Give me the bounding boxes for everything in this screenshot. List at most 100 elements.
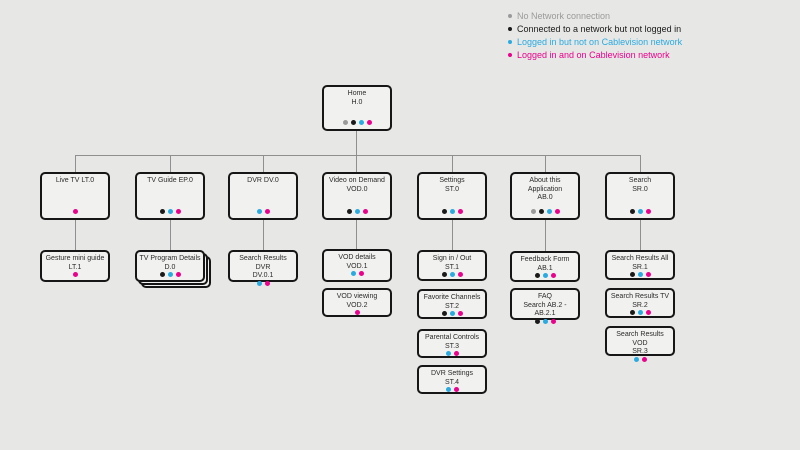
connector: [263, 155, 264, 172]
black-status-dot-icon: [441, 272, 447, 277]
node-label: Live TV LT.0: [55, 177, 95, 184]
magenta-status-dot-icon: [72, 272, 78, 277]
node-live-tv: Live TV LT.0: [40, 172, 110, 220]
status-dots: [72, 209, 78, 214]
blue-status-dot-icon: [167, 272, 173, 277]
status-dots: [256, 280, 270, 286]
legend-item-connected-not-logged-in: Connected to a network but not logged in: [508, 22, 682, 35]
status-dots: [346, 209, 368, 214]
connector: [545, 155, 546, 172]
magenta-status-dot-icon: [175, 272, 181, 277]
blue-status-dot-icon: [542, 318, 548, 324]
connector: [263, 220, 264, 250]
magenta-status-dot-icon: [264, 209, 270, 214]
status-dots: [441, 272, 463, 277]
status-dots: [534, 318, 556, 324]
connector: [640, 220, 641, 250]
magenta-status-dot-icon: [641, 356, 647, 362]
magenta-status-dot-icon: [175, 209, 181, 214]
connector: [75, 155, 640, 156]
black-status-dot-icon: [159, 272, 165, 277]
status-dots: [629, 209, 651, 214]
node-label: TV Guide EP.0: [147, 177, 193, 184]
node-label: DVR DV.0: [247, 177, 279, 184]
magenta-status-dot-icon: [362, 209, 368, 214]
black-status-dot-icon: [629, 272, 635, 277]
connector: [545, 220, 546, 251]
blue-status-dot-icon: [354, 209, 360, 214]
blue-status-dot-icon: [637, 310, 643, 315]
status-dots: [159, 209, 181, 214]
blue-status-dot-icon: [167, 209, 173, 214]
blue-status-dot-icon: [256, 280, 262, 286]
connector: [452, 155, 453, 172]
magenta-status-dot-icon: [358, 271, 364, 276]
magenta-status-dot-icon: [453, 387, 459, 392]
blue-status-dot-icon: [449, 311, 455, 316]
blue-status-dot-icon: [449, 272, 455, 277]
magenta-status-dot-icon: [457, 311, 463, 316]
blue-status-dot-icon: [449, 209, 455, 214]
legend-label: No Network connection: [517, 10, 611, 21]
legend-label: Logged in and on Cablevision network: [517, 49, 670, 60]
status-dots: [159, 272, 181, 277]
black-status-dot-icon: [159, 209, 165, 214]
magenta-status-dot-icon: [457, 209, 463, 214]
blue-status-dot-icon: [637, 272, 643, 277]
black-status-dot-icon: [508, 26, 512, 31]
status-dots: [342, 120, 372, 125]
blue-status-dot-icon: [633, 356, 639, 362]
blue-status-dot-icon: [546, 209, 552, 214]
magenta-status-dot-icon: [645, 272, 651, 277]
node-tv-guide: TV Guide EP.0: [135, 172, 205, 220]
magenta-status-dot-icon: [550, 318, 556, 324]
legend-label: Logged in but not on Cablevision network: [517, 36, 683, 47]
black-status-dot-icon: [534, 273, 540, 278]
status-dots: [350, 271, 364, 276]
blue-status-dot-icon: [256, 209, 262, 214]
connector: [452, 220, 453, 250]
status-dots: [445, 351, 459, 356]
magenta-status-dot-icon: [453, 351, 459, 356]
status-dots: [534, 273, 556, 278]
magenta-status-dot-icon: [354, 310, 360, 315]
magenta-status-dot-icon: [554, 209, 560, 214]
magenta-status-dot-icon: [72, 209, 78, 214]
magenta-status-dot-icon: [366, 120, 372, 125]
legend-item-no-network: No Network connection: [508, 9, 682, 22]
status-dots: [256, 209, 270, 214]
black-status-dot-icon: [538, 209, 544, 214]
blue-status-dot-icon: [445, 351, 451, 356]
legend-item-logged-in-on-network: Logged in and on Cablevision network: [508, 48, 682, 61]
blue-status-dot-icon: [350, 271, 356, 276]
black-status-dot-icon: [350, 120, 356, 125]
